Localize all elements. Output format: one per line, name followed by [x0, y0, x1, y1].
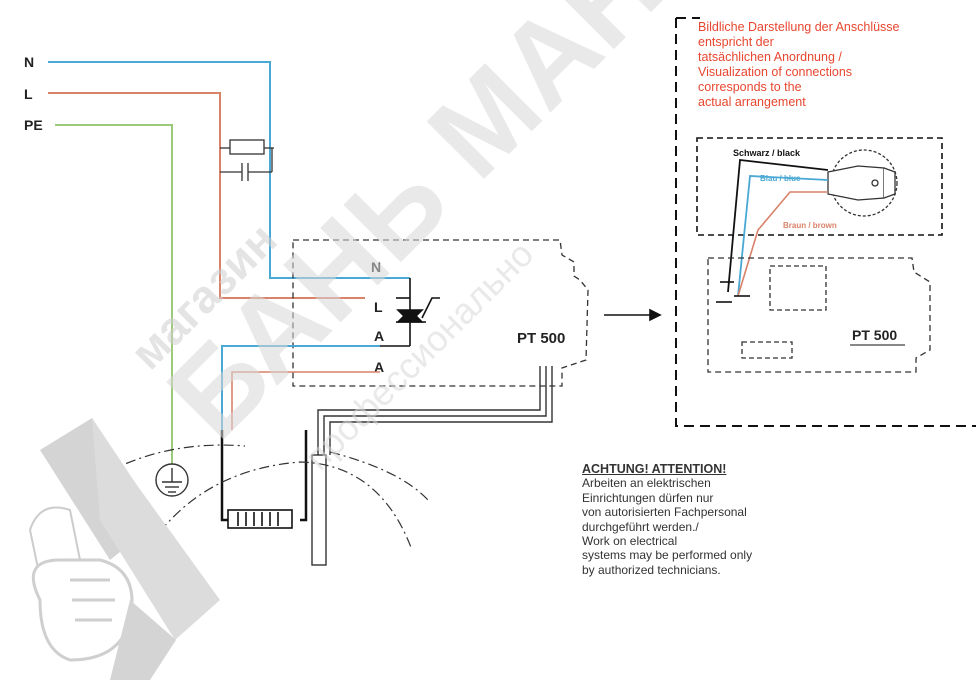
note-line: Visualization of connections	[698, 65, 853, 79]
connector-plug-icon	[827, 149, 898, 217]
detail-terminal-block	[769, 265, 827, 311]
terminal-a1-label: A	[374, 328, 384, 344]
safety-warning: ACHTUNG! ATTENTION! Arbeiten an elektris…	[582, 462, 822, 577]
note-line: Bildliche Darstellung der Anschlüsse	[698, 20, 900, 34]
line-wire	[48, 92, 365, 299]
sensor-probe	[311, 454, 327, 566]
warning-line: Work on electrical	[582, 534, 678, 549]
arrow-icon	[604, 308, 662, 322]
heater-wires	[220, 345, 380, 522]
supply-pe-label: PE	[24, 117, 43, 133]
warning-line: by authorized technicians.	[582, 562, 721, 577]
pt500-housing-outline	[292, 239, 589, 387]
terminal-l-label: L	[374, 299, 383, 315]
black-wire-label: Schwarz / black	[733, 148, 801, 158]
earth-wire	[55, 124, 173, 468]
supply-wires	[48, 61, 410, 468]
sensor-lead	[317, 366, 553, 455]
note-line: actual arrangement	[698, 95, 806, 109]
neutral-wire	[48, 61, 410, 279]
note-line: corresponds to the	[698, 80, 802, 94]
warning-line: von autorisierten Fachpersonal	[582, 505, 747, 520]
rc-filter	[220, 139, 274, 181]
detail-device-label: PT 500	[852, 327, 897, 343]
detail-connector-box	[696, 137, 943, 236]
earth-icon	[155, 463, 189, 497]
note-line: entspricht der	[698, 35, 774, 49]
warning-title: ACHTUNG! ATTENTION!	[582, 462, 727, 476]
warning-line: systems may be performed only	[582, 548, 753, 563]
heater-element	[227, 509, 293, 529]
note-line: tatsächlichen Anordnung /	[698, 50, 842, 64]
warning-line: durchgeführt werden./	[582, 519, 699, 534]
terminal-n-label: N	[371, 259, 381, 275]
detail-pt500-outline	[707, 257, 931, 373]
connection-note: Bildliche Darstellung der Anschlüsse ent…	[698, 20, 968, 110]
terminal-a2-label: A	[374, 359, 384, 375]
blue-wire-label: Blau / blue	[760, 174, 801, 183]
brown-wire-label: Braun / brown	[783, 221, 837, 230]
detail-wires	[727, 159, 829, 297]
sauna-room-outline	[107, 444, 429, 551]
warning-line: Einrichtungen dürfen nur	[582, 490, 714, 505]
detail-small-block	[741, 341, 793, 359]
device-label: PT 500	[517, 330, 565, 347]
supply-n-label: N	[24, 54, 34, 70]
detail-terminals	[716, 281, 750, 303]
triac-symbol	[380, 278, 440, 347]
supply-l-label: L	[24, 86, 33, 102]
detail-panel-frame	[675, 18, 976, 427]
warning-line: Arbeiten an elektrischen	[582, 476, 711, 491]
